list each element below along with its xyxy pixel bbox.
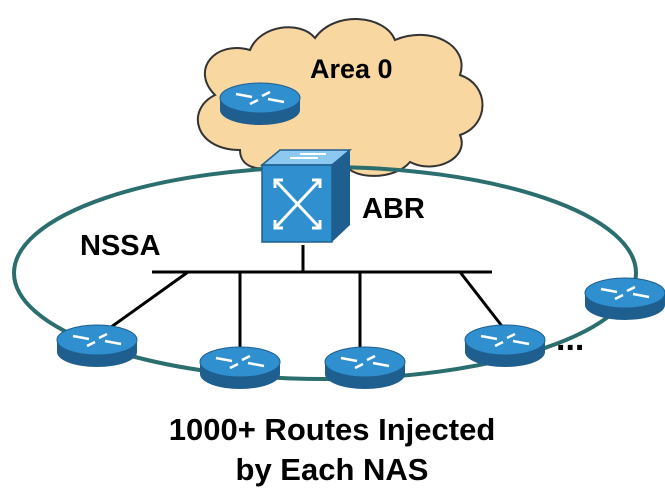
link-nas-1 — [99, 270, 189, 337]
nas-router-4-icon — [463, 323, 547, 369]
nas-router-3-icon — [323, 345, 407, 391]
abr-label: ABR — [362, 193, 425, 225]
nas-router-1-icon — [55, 323, 139, 369]
abr-switch-icon — [259, 149, 353, 243]
nas-router-2-icon — [198, 345, 282, 391]
nas-router-5-icon — [583, 276, 665, 322]
ellipsis-label: ... — [556, 320, 584, 358]
area-0-label: Area 0 — [310, 54, 393, 84]
caption-line-1: 1000+ Routes Injected — [169, 412, 496, 447]
link-nas-4 — [458, 271, 507, 331]
caption-line-2: by Each NAS — [236, 452, 429, 487]
nssa-label: NSSA — [80, 230, 161, 262]
area-0-router-icon — [218, 81, 302, 127]
network-links — [99, 245, 507, 360]
